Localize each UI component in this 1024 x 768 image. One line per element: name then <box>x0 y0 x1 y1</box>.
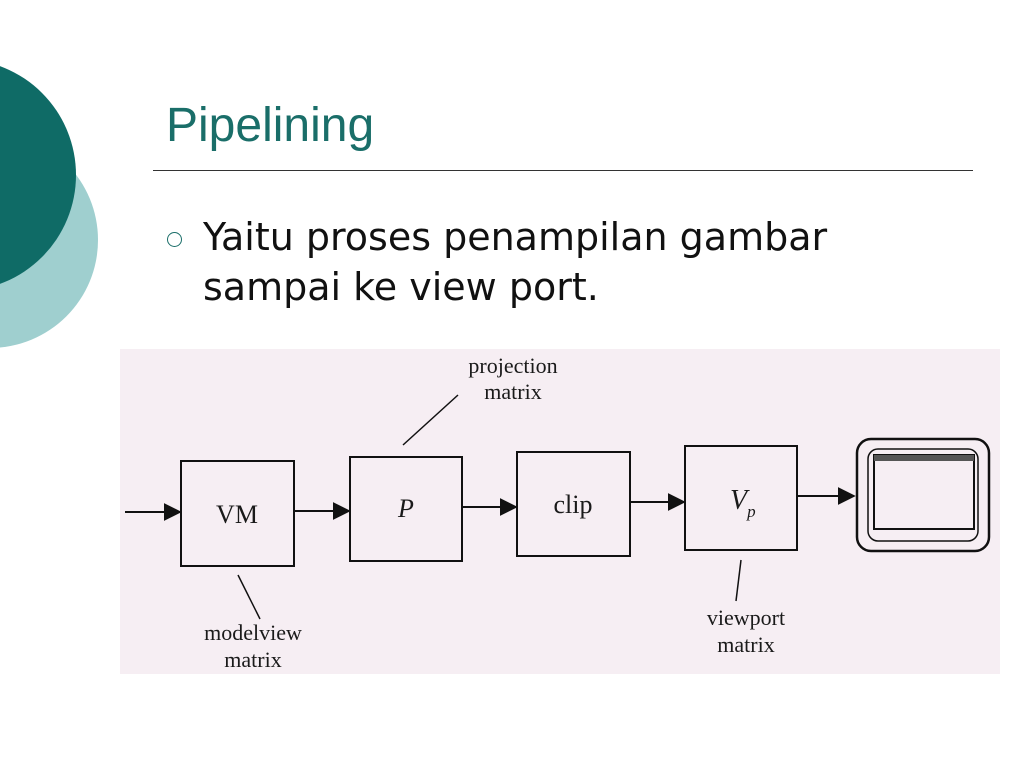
viewport-label-line2: matrix <box>717 632 774 657</box>
block-vm <box>180 460 295 567</box>
circle-bullet-icon <box>167 232 182 247</box>
modelview-leader <box>237 574 261 620</box>
projection-leader <box>402 394 459 446</box>
projection-label-line1: projection <box>468 353 557 378</box>
block-clip-label: clip <box>554 490 593 519</box>
projection-label-line2: matrix <box>484 379 541 404</box>
slide-title: Pipelining <box>166 99 375 152</box>
block-clip <box>516 451 631 557</box>
decor-circle-dark <box>0 66 76 284</box>
block-vm-label: VM <box>216 500 258 529</box>
monitor-screen-icon <box>855 437 991 553</box>
block-vp-subscript: p <box>746 502 756 521</box>
modelview-label-line2: matrix <box>224 647 281 672</box>
block-vp-main: V <box>730 485 750 516</box>
title-divider <box>153 170 973 171</box>
viewport-label-line1: viewport <box>707 605 785 630</box>
block-p <box>349 456 463 562</box>
modelview-label-line1: modelview <box>204 620 302 645</box>
block-vp-label: Vp <box>730 485 756 521</box>
figure-background <box>120 349 1000 674</box>
bullet-text: Yaitu proses penampilan gambar sampai ke… <box>203 215 828 309</box>
pipeline-diagram: VM P clip Vp projection matrix modelview… <box>120 349 1000 674</box>
viewport-leader <box>735 559 742 602</box>
decorative-circles <box>0 66 98 348</box>
block-vp <box>684 445 798 551</box>
block-p-label: P <box>397 494 414 523</box>
